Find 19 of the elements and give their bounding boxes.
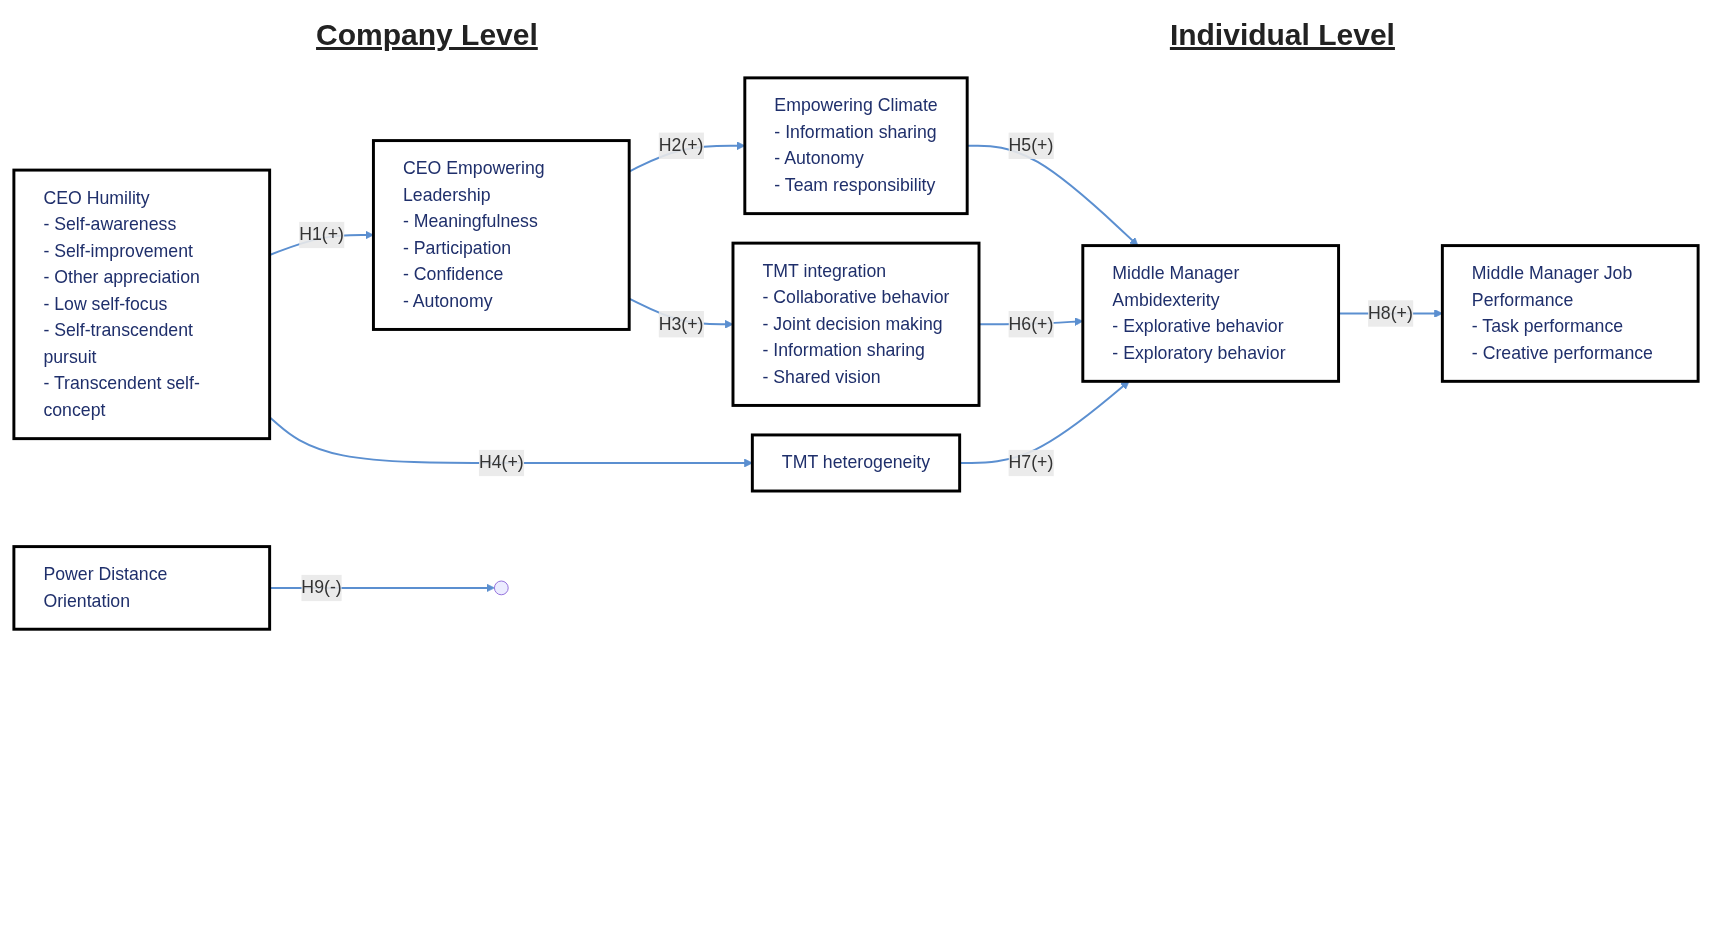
node-box: TMT heterogeneity <box>750 433 961 493</box>
node-box: CEO Empowering Leadership - Meaningfulness - Participation - Confidence - Autonomy <box>371 139 631 331</box>
edge-label: H1(+) <box>298 224 344 245</box>
edge-label: H3(+) <box>658 313 703 334</box>
level-heading: Individual Level <box>1169 18 1395 52</box>
edge-label: H4(+) <box>478 452 524 473</box>
node-box: Middle Manager Ambidexterity - Explorative behavior - Exploratory behavior <box>1080 244 1340 383</box>
edge-label: H7(+) <box>1008 452 1053 473</box>
node-box: Empowering Climate - Information sharing - Autonomy - Team responsibility <box>742 76 969 216</box>
edge-label: H8(+) <box>1367 303 1413 323</box>
node-box: CEO Humility - Self-awareness - Self-improvement - Other appreciation - Low self-focus - Self-transcendent pursuit - Transcendent self-concept <box>11 168 271 441</box>
node-box: Middle Manager Job Performance - Task performance - Creative performance <box>1440 244 1700 383</box>
edge-label: H9(-) <box>300 577 342 598</box>
node-box: Power Distance Orientation <box>11 545 271 631</box>
edge-label: H6(+) <box>1008 313 1053 334</box>
level-heading: Company Level <box>316 18 538 52</box>
node-box: TMT integration - Collaborative behavior - Joint decision making - Information sharing - Shared vision <box>731 241 980 407</box>
edge-label: H2(+) <box>658 135 703 156</box>
edge-label: H5(+) <box>1008 135 1053 156</box>
